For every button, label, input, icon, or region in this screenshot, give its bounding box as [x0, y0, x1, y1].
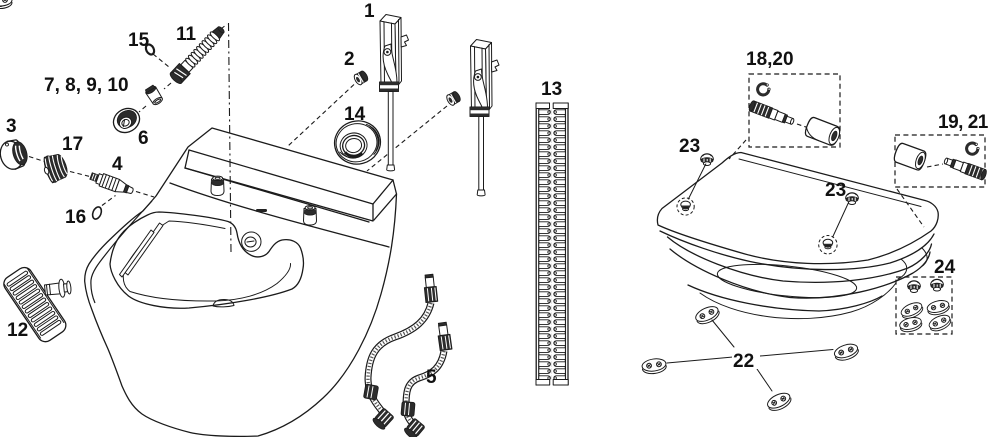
svg-text:7, 8, 9, 10: 7, 8, 9, 10	[44, 75, 129, 96]
svg-text:2: 2	[344, 49, 355, 70]
svg-text:12: 12	[7, 320, 28, 341]
svg-text:18,20: 18,20	[746, 49, 794, 70]
svg-text:4: 4	[112, 154, 123, 175]
svg-text:11: 11	[176, 24, 197, 45]
svg-text:19, 21: 19, 21	[938, 112, 989, 133]
svg-text:15: 15	[128, 30, 150, 51]
svg-text:13: 13	[541, 79, 562, 100]
svg-text:5: 5	[426, 367, 437, 388]
svg-text:16: 16	[65, 207, 86, 228]
svg-text:6: 6	[138, 128, 149, 149]
svg-text:1: 1	[364, 1, 375, 22]
svg-text:23: 23	[825, 180, 846, 201]
svg-text:23: 23	[679, 136, 700, 157]
svg-text:22: 22	[733, 351, 754, 372]
svg-text:17: 17	[62, 134, 83, 155]
svg-text:24: 24	[934, 257, 956, 278]
svg-text:14: 14	[344, 104, 366, 125]
svg-text:3: 3	[6, 116, 17, 137]
